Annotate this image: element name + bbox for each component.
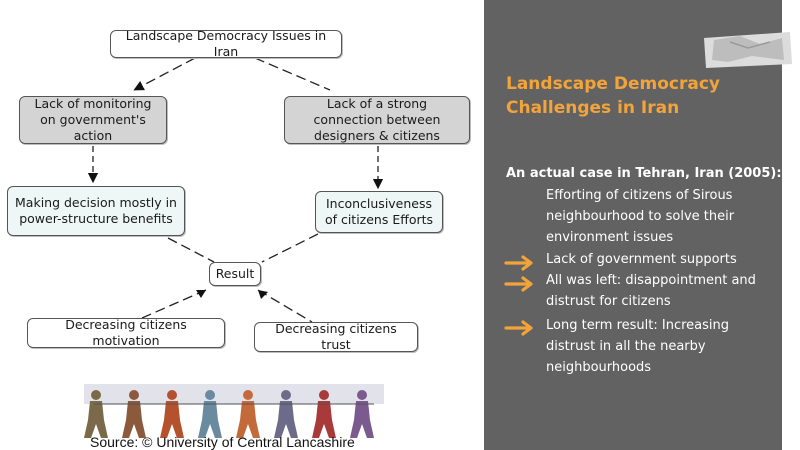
- diagram-panel: Landscape Democracy Issues in Iran Lack …: [7, 28, 470, 450]
- node-result: Result: [209, 262, 261, 286]
- arrow-right-icon: [504, 255, 533, 271]
- connector-result-left: [141, 289, 207, 319]
- case-point-3: All was left: disappointment and distrus…: [546, 273, 756, 309]
- arrow-right-icon: [504, 320, 533, 336]
- person-figure: [236, 390, 260, 438]
- person-figure: [122, 390, 146, 438]
- tape-image: [704, 32, 792, 68]
- arrowhead-result-right: [258, 290, 268, 299]
- node-lack-of-connection: Lack of a strong connection between desi…: [284, 96, 470, 144]
- connector-left-result: [167, 237, 215, 263]
- diagram-connectors: [87, 57, 384, 323]
- source-credit: Source: © University of Central Lancashi…: [90, 434, 355, 450]
- case-point-1: Efforting of citizens of Sirous neighbou…: [546, 188, 735, 245]
- arrow-right-icon: [504, 276, 533, 292]
- paper-people-chain-image: [84, 384, 384, 438]
- node-decreasing-trust: Decreasing citizens trust: [254, 321, 418, 352]
- side-panel: [484, 0, 782, 450]
- node-power-structure-decisions: Making decision mostly in power-structur…: [7, 186, 185, 236]
- person-figure: [160, 390, 184, 438]
- connector-root-right: [254, 57, 331, 91]
- person-figure: [312, 390, 336, 438]
- node-decreasing-motivation: Decreasing citizens motivation: [27, 317, 225, 348]
- connector-right-result: [261, 233, 319, 263]
- node-root: Landscape Democracy Issues in Iran: [110, 28, 342, 59]
- case-point-4: Long term result: Increasing distrust in…: [546, 318, 730, 375]
- connector-result-right: [257, 289, 313, 323]
- case-point-2: Lack of government supports: [546, 252, 737, 267]
- person-figure: [350, 390, 374, 438]
- node-lack-of-monitoring: Lack of monitoring on government's actio…: [19, 96, 167, 144]
- person-figure: [198, 390, 222, 438]
- case-heading: An actual case in Tehran, Iran (2005):: [506, 166, 782, 181]
- person-figure: [84, 390, 108, 438]
- person-figure: [274, 390, 298, 438]
- side-title: Landscape Democracy Challenges in Iran: [506, 74, 720, 118]
- arrowhead-result-left: [196, 290, 206, 298]
- connector-root-left: [133, 57, 196, 91]
- node-inconclusiveness: Inconclusiveness of citizens Efforts: [315, 191, 443, 233]
